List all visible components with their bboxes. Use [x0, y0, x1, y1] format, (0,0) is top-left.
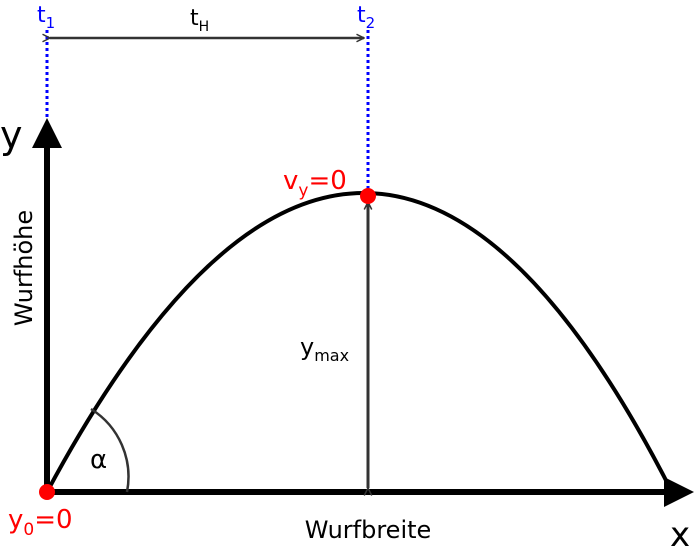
x-axis-letter: x: [670, 515, 690, 551]
apex-point: [360, 188, 376, 204]
launch-angle-arc: [90, 407, 130, 493]
max-height-label: ymax: [300, 333, 349, 365]
y-axis-letter: y: [0, 113, 23, 157]
duration-label: tH: [190, 6, 209, 35]
y-axis-title: Wurfhöhe: [10, 210, 38, 326]
trajectory-curve: [45, 191, 674, 493]
apex-point-label: vy=0: [283, 166, 347, 201]
start-point-label: y0=0: [8, 505, 73, 540]
angle-symbol: α: [90, 445, 107, 475]
start-point: [39, 484, 55, 500]
t1-label: t1: [37, 3, 55, 32]
t2-label: t2: [357, 3, 375, 32]
x-axis-title: Wurfbreite: [305, 516, 432, 544]
